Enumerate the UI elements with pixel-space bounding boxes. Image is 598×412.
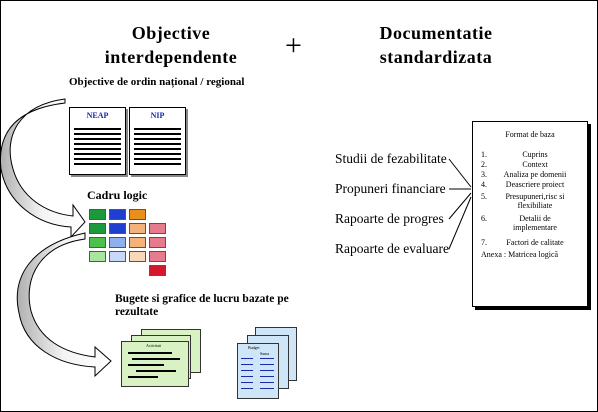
nip-document: NIP	[129, 107, 186, 175]
neap-document: NEAP	[69, 107, 126, 175]
grid-cell	[109, 251, 126, 262]
budgets-label: Bugete si grafice de lucru bazate pe rez…	[115, 293, 289, 318]
right-heading: Documentatie standardizata	[379, 23, 493, 67]
neap-document-title: NEAP	[86, 111, 109, 120]
grid-cell	[109, 237, 126, 248]
doc-type-financial: Propuneri financiare	[335, 181, 446, 196]
workplan-sheet-header: Activitati	[146, 343, 162, 348]
format-box-title: Format de baza	[505, 130, 555, 139]
grid-cell	[89, 209, 106, 220]
grid-cell	[129, 209, 146, 220]
objectives-label: Objective de ordin național / regional	[69, 76, 245, 88]
nip-document-title: NIP	[150, 111, 165, 120]
doc-type-progress: Rapoarte de progres	[335, 211, 444, 226]
format-box: Format de baza 1. Cuprins 2. Context 3. …	[472, 121, 588, 307]
grid-cell	[109, 209, 126, 220]
grid-cell	[149, 251, 166, 262]
framework-label: Cadru logic	[87, 188, 148, 202]
curved-arrow-bottom	[16, 232, 112, 378]
workplan-sheet-front: Activitati	[121, 341, 189, 387]
grid-cell	[149, 265, 166, 276]
grid-cell	[149, 223, 166, 234]
left-heading: Objective interdependente	[104, 23, 238, 67]
budget-sheet-header: Budget	[248, 345, 260, 350]
format-annex: Anexa : Matricea logică	[481, 250, 559, 259]
plus-sign: +	[285, 29, 302, 62]
budget-sheet-column: Suma	[260, 351, 270, 356]
doc-type-feasibility: Studii de fezabilitate	[335, 151, 447, 166]
budget-sheet-front: Budget Suma	[237, 343, 279, 399]
grid-cell	[109, 223, 126, 234]
doc-type-evaluation: Rapoarte de evaluare	[335, 241, 449, 256]
grid-cell	[129, 223, 146, 234]
grid-cell	[89, 251, 106, 262]
grid-cell	[89, 237, 106, 248]
grid-cell	[129, 251, 146, 262]
grid-cell	[89, 223, 106, 234]
grid-cell	[149, 237, 166, 248]
grid-cell	[129, 237, 146, 248]
